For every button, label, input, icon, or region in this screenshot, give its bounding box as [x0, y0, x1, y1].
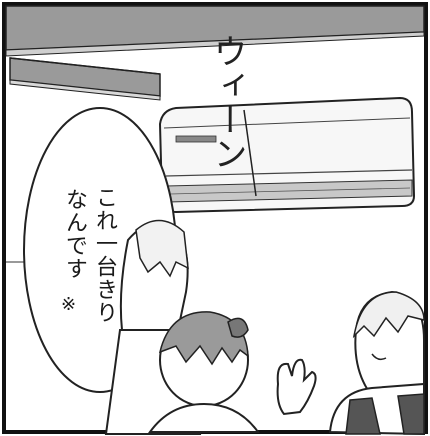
air-conditioner — [158, 96, 416, 214]
raised-hand — [276, 358, 317, 416]
note-mark: ※ — [58, 294, 79, 316]
motion-line — [243, 109, 257, 197]
character-center — [148, 311, 260, 433]
sound-effect-text: ウィーン — [207, 34, 247, 170]
speech-line-1: これ一台きり — [92, 186, 117, 324]
speech-line-2: なんです — [62, 188, 87, 280]
character-right — [328, 290, 425, 436]
ceiling-beams — [5, 5, 425, 101]
